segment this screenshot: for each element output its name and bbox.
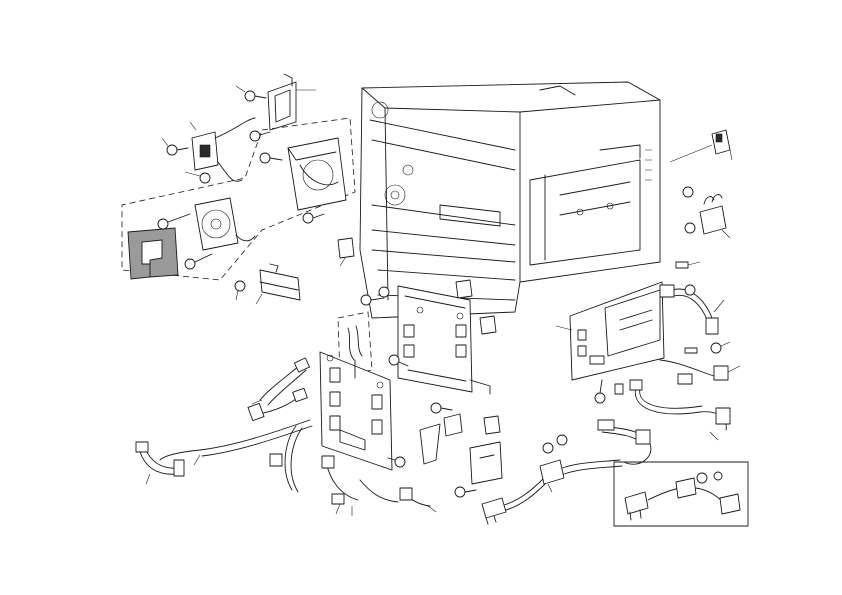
loop-harness — [597, 419, 652, 465]
spacer — [684, 347, 698, 354]
main-machine-frame — [359, 81, 661, 319]
sensor-with-harness — [189, 117, 256, 182]
fan-assembly-outline — [121, 117, 356, 281]
controller-board — [397, 285, 491, 395]
main-switch — [669, 129, 733, 163]
screw — [184, 171, 211, 184]
spacer — [675, 261, 701, 269]
screw — [302, 212, 325, 224]
screw — [454, 486, 477, 498]
harness — [321, 455, 359, 516]
harness — [257, 387, 308, 415]
bracket — [419, 423, 441, 465]
long-ac-harness — [629, 379, 731, 441]
connector-inset — [337, 311, 373, 377]
harness — [359, 479, 437, 513]
screw — [684, 284, 696, 296]
fan-duct-bracket — [287, 137, 347, 211]
mount-bracket — [443, 413, 503, 485]
screw — [161, 137, 189, 156]
screw — [387, 456, 406, 468]
top-bracket-assembly — [267, 73, 316, 131]
screw — [259, 152, 283, 164]
screw — [235, 85, 267, 102]
screw — [157, 213, 191, 230]
screw — [378, 286, 390, 298]
io-board — [319, 351, 393, 471]
long-harness — [159, 402, 313, 466]
power-cord — [481, 459, 623, 525]
harness — [269, 425, 303, 493]
screw — [184, 253, 213, 270]
screw — [388, 354, 409, 367]
screw — [234, 280, 246, 301]
fan-motor — [194, 197, 256, 251]
ac-harness — [659, 359, 741, 385]
screw — [684, 222, 696, 234]
power-supply-unit — [555, 281, 665, 381]
screw — [542, 434, 568, 454]
transformer — [699, 194, 731, 239]
power-plug-inset — [613, 461, 749, 527]
connector-harness — [659, 284, 725, 335]
screw — [430, 402, 453, 414]
filter-frame — [127, 227, 179, 280]
rail-bracket — [255, 263, 301, 305]
fuse — [614, 383, 624, 395]
screw — [594, 379, 606, 404]
screw — [682, 186, 694, 198]
bracket-clip — [455, 279, 497, 335]
small-bracket — [337, 237, 355, 267]
harness — [251, 357, 311, 406]
screw — [710, 341, 731, 354]
flat-cable — [135, 441, 185, 485]
screw — [360, 294, 385, 306]
